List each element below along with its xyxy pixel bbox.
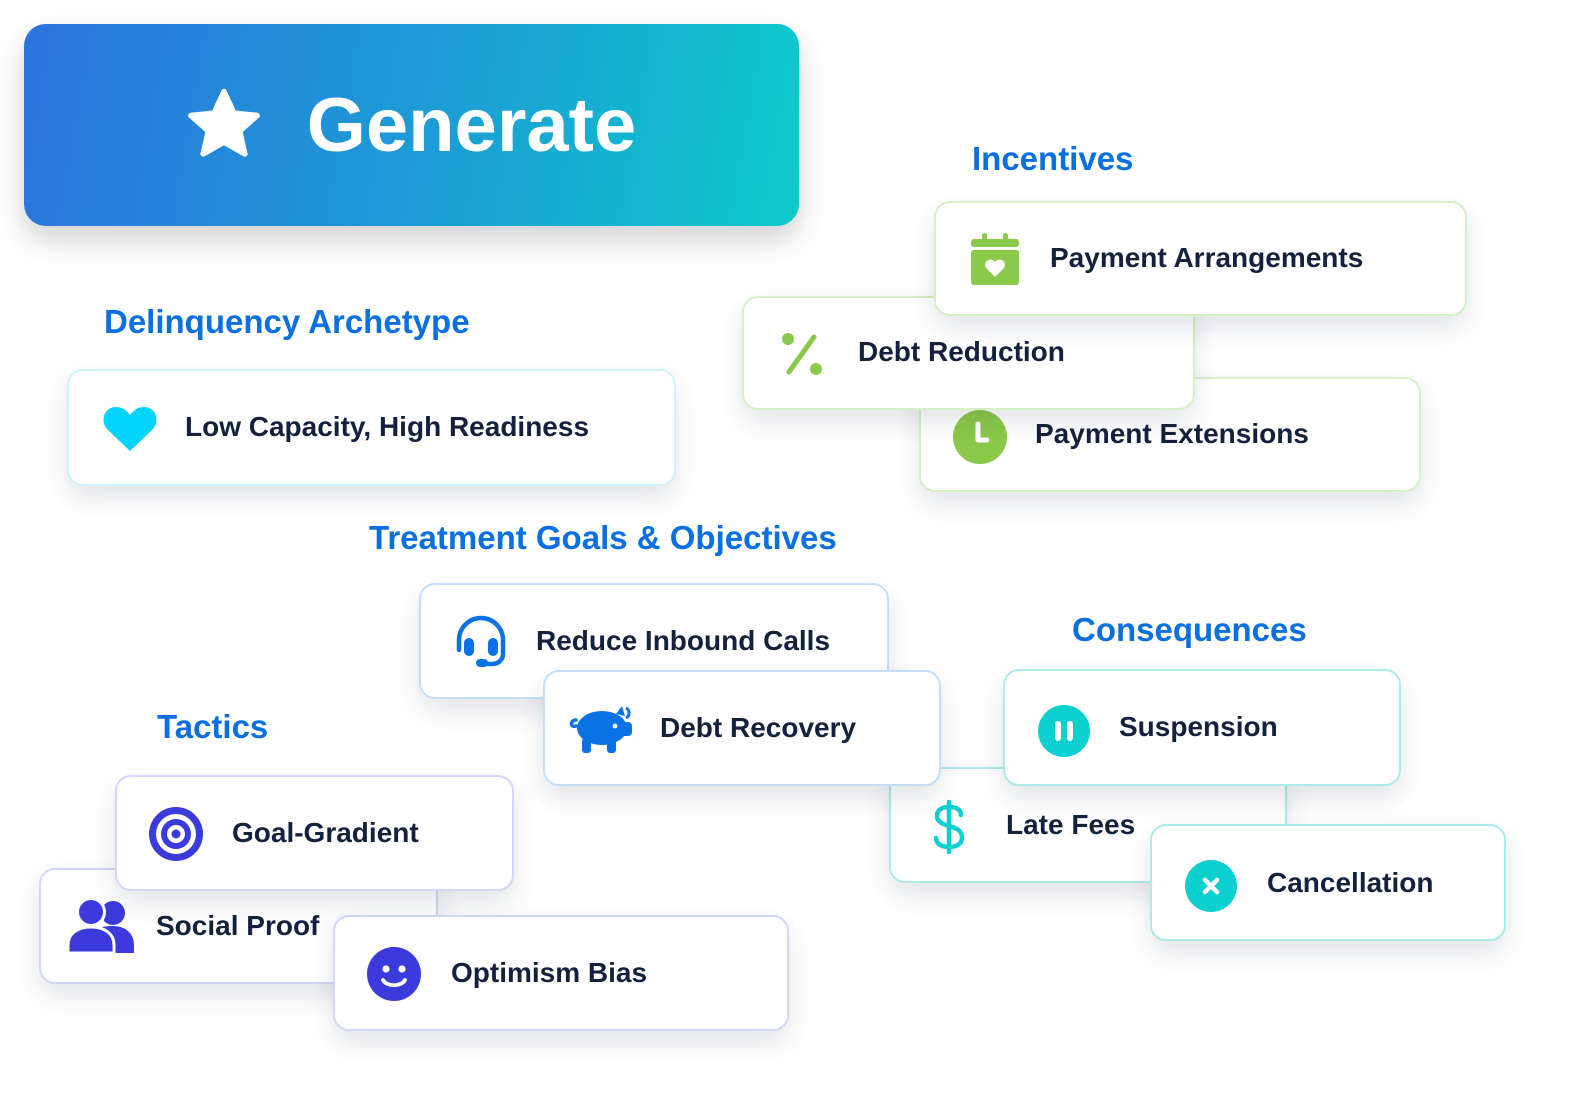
card-label: Debt Recovery — [660, 712, 857, 743]
target-icon — [147, 806, 205, 862]
headset-icon — [453, 613, 509, 671]
calendar-heart-icon — [970, 232, 1020, 286]
card-label: Payment Arrangements — [1050, 242, 1364, 273]
card-label: Debt Reduction — [858, 336, 1065, 367]
smiley-icon — [365, 946, 423, 1002]
heart-icon — [101, 404, 159, 454]
dollar-icon — [929, 799, 969, 855]
percent-icon — [780, 332, 824, 376]
card-suspension[interactable]: Suspension — [1003, 669, 1401, 786]
card-debt-recovery[interactable]: Debt Recovery — [543, 670, 941, 786]
card-low-capacity-high-readiness[interactable]: Low Capacity, High Readiness — [67, 369, 676, 486]
heading-consequences: Consequences — [1072, 611, 1307, 648]
card-label: Optimism Bias — [451, 957, 648, 988]
heading-delinquency-archetype: Delinquency Archetype — [104, 303, 470, 340]
card-label: Payment Extensions — [1035, 418, 1309, 449]
card-label: Low Capacity, High Readiness — [185, 411, 590, 442]
card-optimism-bias[interactable]: Optimism Bias — [333, 915, 789, 1031]
card-label: Reduce Inbound Calls — [536, 625, 831, 656]
heading-incentives: Incentives — [972, 140, 1134, 177]
pause-circle-icon — [1037, 704, 1091, 758]
heading-treatment-goals: Treatment Goals & Objectives — [369, 519, 837, 556]
heading-tactics: Tactics — [157, 708, 269, 745]
card-payment-arrangements[interactable]: Payment Arrangements — [934, 201, 1467, 316]
card-label: Late Fees — [1006, 809, 1136, 840]
card-label: Social Proof — [156, 910, 320, 941]
clock-icon — [951, 408, 1009, 466]
card-debt-reduction[interactable]: Debt Reduction — [742, 296, 1195, 410]
piggy-bank-icon — [567, 705, 639, 755]
card-label: Goal-Gradient — [232, 817, 419, 848]
generate-button[interactable]: Generate — [24, 24, 799, 226]
card-label: Suspension — [1119, 711, 1278, 742]
users-icon — [67, 896, 135, 954]
x-circle-icon — [1184, 859, 1238, 913]
generate-label: Generate — [306, 82, 637, 168]
star-icon — [187, 88, 260, 157]
card-label: Cancellation — [1267, 867, 1434, 898]
card-goal-gradient[interactable]: Goal-Gradient — [115, 775, 514, 891]
card-cancellation[interactable]: Cancellation — [1150, 824, 1506, 941]
